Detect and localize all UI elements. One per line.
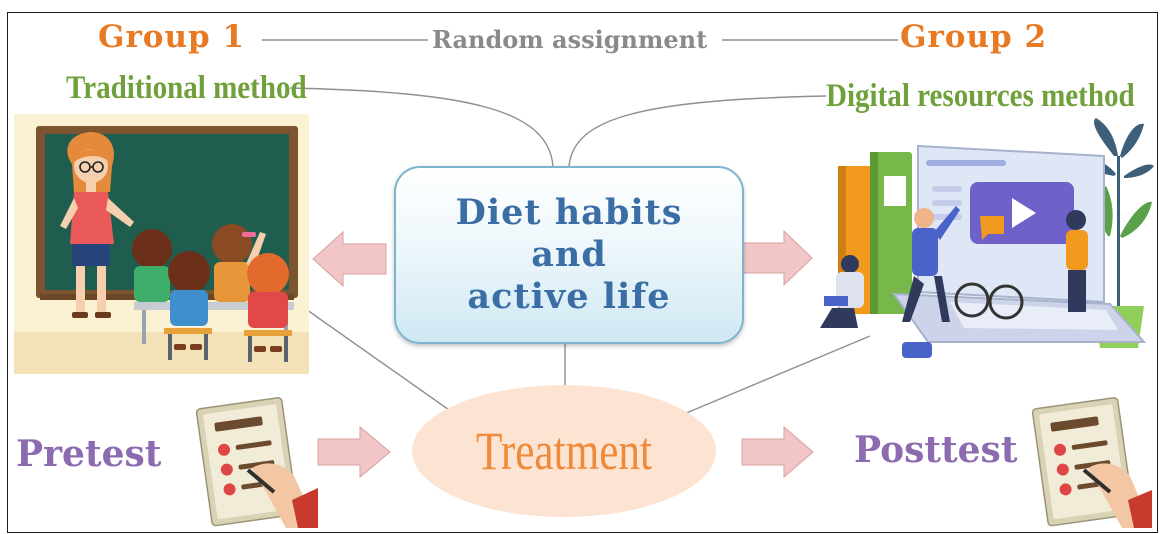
left-arrow — [312, 230, 387, 288]
pretest-clipboard-icon — [195, 397, 318, 528]
random-assignment-label: Random assignment — [432, 25, 708, 54]
people-figures — [820, 206, 1088, 328]
group1-label: Group 1 — [98, 19, 246, 55]
treatment-ellipse: Treatment — [412, 385, 716, 517]
diagram-frame — [7, 12, 1158, 533]
digital-method-label: Digital resources method — [826, 78, 1135, 114]
digital-to-center-curve — [568, 95, 827, 167]
posttest-label: Posttest — [854, 429, 1018, 471]
center-line-3: active life — [467, 276, 671, 317]
classroom-to-treatment-line — [299, 304, 453, 413]
group2-label: Group 2 — [900, 19, 1048, 55]
digital-to-treatment-line — [683, 335, 871, 415]
teacher-figure — [60, 132, 134, 318]
posttest-arrow — [741, 425, 814, 479]
traditional-method-label: Traditional method — [66, 70, 307, 106]
traditional-to-center-curve — [289, 87, 554, 167]
treatment-label: Treatment — [475, 421, 652, 481]
center-line-1: Diet habits — [455, 192, 683, 233]
posttest-clipboard-icon — [1031, 397, 1152, 528]
pretest-arrow — [317, 425, 391, 479]
digital-laptop-illustration — [820, 118, 1154, 358]
pretest-label: Pretest — [16, 433, 162, 475]
students-group — [132, 224, 294, 362]
center-line-2: and — [531, 234, 607, 275]
classroom-illustration — [14, 114, 309, 374]
diet-habits-box: Diet habits and active life — [394, 166, 744, 344]
right-arrow — [740, 229, 813, 287]
books-stack-icon — [838, 152, 912, 314]
